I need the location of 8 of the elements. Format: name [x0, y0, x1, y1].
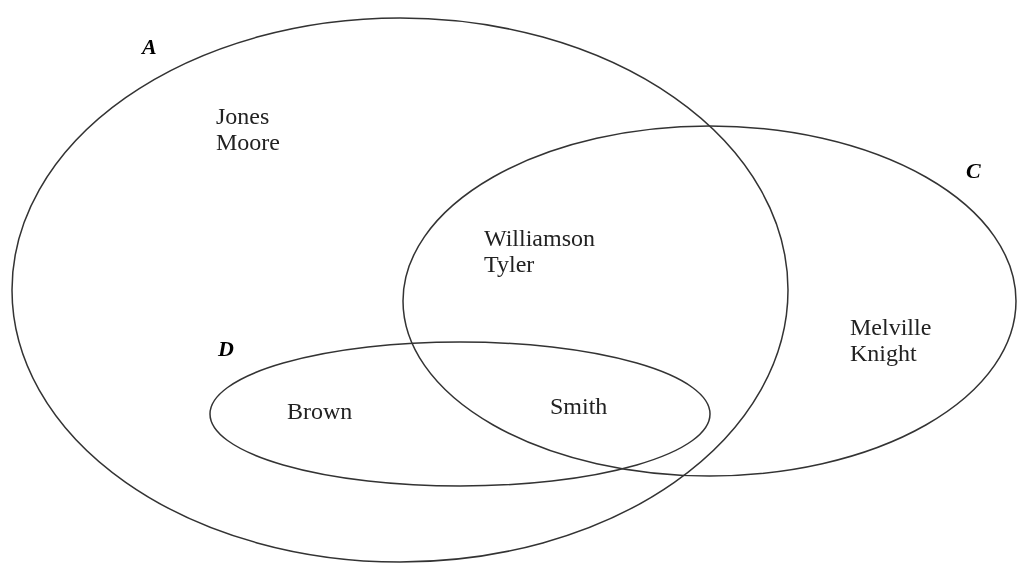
- set-label: A: [142, 36, 157, 58]
- member-names: Williamson Tyler: [484, 225, 597, 277]
- member-names: Brown: [287, 398, 354, 424]
- set-label: D: [218, 338, 234, 360]
- member-names: Melville Knight: [850, 314, 933, 366]
- member-names: Smith: [550, 393, 609, 419]
- member-names: Jones Moore: [216, 103, 281, 155]
- set-label: C: [966, 160, 981, 182]
